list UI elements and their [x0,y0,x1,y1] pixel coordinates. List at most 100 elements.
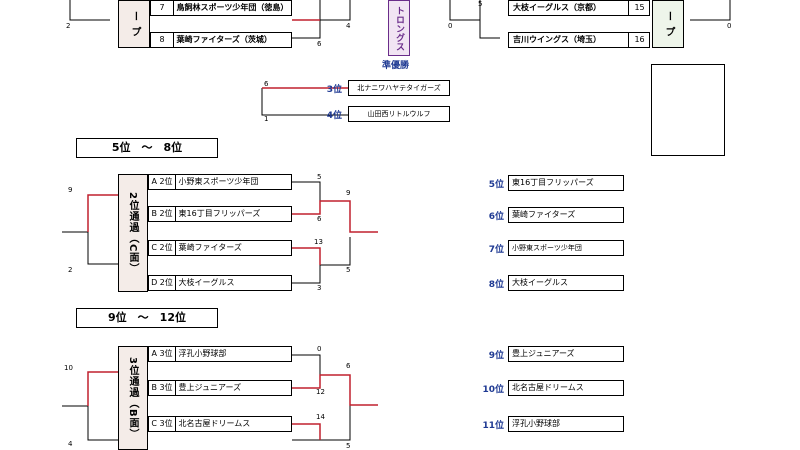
seed-label: B 3位 [149,381,176,395]
seed-label: C 2位 [149,241,176,255]
team-name: 葉崎ファイターズ（茨城） [176,35,272,44]
team-row-b3: B 3位 豊上ジュニアーズ [148,380,292,396]
result-team: 北ナニワハヤテタイガーズ [348,80,450,96]
team-row-15: 大枝イーグルス（京都） 15 [508,0,650,16]
rank-4: 4位 [326,111,342,121]
section-header-9-12: 9位 ～ 12位 [76,308,218,328]
blank-box [651,64,725,156]
runner-up-label: 準優勝 [382,61,410,71]
team-name: 大枝イーグルス（京都） [513,3,601,12]
team-row-c3: C 3位 北名古屋ドリームス [148,416,292,432]
score: 4 [346,22,351,30]
team-row-c2: C 2位 葉崎ファイターズ [148,240,292,256]
bracket-line [479,0,500,39]
team-row-d2: D 2位 大枝イーグルス [148,275,292,291]
rank-3: 3位 [326,85,342,95]
bracket-line [69,0,110,21]
result-team: 山田西リトルウルフ [348,106,450,122]
score: 5 [346,266,351,274]
score: 14 [316,413,325,421]
score: 10 [64,364,73,372]
win-line [292,200,378,233]
team-name: 豊上ジュニアーズ [178,383,242,392]
team-name: 北名古屋ドリームス [178,419,251,428]
team-number: 7 [151,1,174,15]
rank-5: 5位 [488,180,504,190]
win-line [292,423,321,440]
team-row-a2: A 2位 小野東スポーツ少年団 [148,174,292,190]
bracket-line [292,181,321,201]
group-label-5-8: 2位通過（C面） [118,174,148,292]
rank-8: 8位 [488,280,504,290]
team-row-a3: A 3位 浮孔小野球部 [148,346,292,362]
win-line [87,194,118,232]
score: 6 [264,80,269,88]
score: 6 [346,362,351,370]
score: 9 [346,189,351,197]
team-number: 15 [627,1,649,15]
bracket-line [87,195,118,265]
result-team: 北名古屋ドリームス [508,380,624,396]
section-header-5-8: 5位 ～ 8位 [76,138,218,158]
score: 2 [68,266,73,274]
seed-label: C 3位 [149,417,176,431]
score: 5 [317,173,322,181]
result-team: 大枝イーグルス [508,275,624,291]
seed-label: A 3位 [149,347,176,361]
result-team: 葉崎ファイターズ [508,207,624,223]
rank-10: 10位 [482,385,504,395]
score: 2 [66,22,71,30]
score: 5 [346,442,351,450]
group-label-top-left: ー プ [118,0,150,48]
score: 13 [314,238,323,246]
win-line [292,374,378,406]
win-line [292,247,321,265]
seed-label: D 2位 [149,276,176,290]
team-name: 東16丁目フリッパーズ [178,209,261,218]
bracket-line [320,0,351,21]
score: 6 [317,215,322,223]
seed-label: B 2位 [149,207,176,221]
bracket-line [292,247,321,284]
score: 0 [317,345,322,353]
bracket-line [320,237,351,266]
team-name: 葉崎ファイターズ [178,243,242,252]
score: 0 [448,22,453,30]
team-number: 8 [151,33,174,47]
bracket-line [320,405,351,441]
win-line [87,371,118,406]
result-team: 豊上ジュニアーズ [508,346,624,362]
result-team: 小野東スポーツ少年団 [508,240,624,256]
score: 4 [68,440,73,448]
team-name: 浮孔小野球部 [178,349,227,358]
seed-label: A 2位 [149,175,176,189]
rank-6: 6位 [488,212,504,222]
team-name: 小野東スポーツ少年団 [178,177,259,186]
rank-7: 7位 [488,245,504,255]
score: 9 [68,186,73,194]
score: 12 [316,388,325,396]
team-number: 16 [627,33,649,47]
rank-9: 9位 [488,351,504,361]
bracket-line [292,354,321,375]
team-row-7: 7 鳥飼林スポーツ少年団（徳島） [150,0,292,16]
bracket-line [87,406,118,441]
group-label-top-right: ー プ [652,0,684,48]
champion-banner: トロングス [388,0,410,56]
score: 1 [264,115,269,123]
result-team: 東16丁目フリッパーズ [508,175,624,191]
bracket-line [292,0,321,39]
team-name: 鳥飼林スポーツ少年団（徳島） [176,3,289,12]
score: 5 [478,0,483,8]
team-name: 大枝イーグルス [178,278,235,287]
team-name: 吉川ウイングス（埼玉） [513,35,601,44]
team-row-16: 吉川ウイングス（埼玉） 16 [508,32,650,48]
group-label-9-12: 3位通過（B面） [118,346,148,450]
score: 0 [727,22,732,30]
team-row-8: 8 葉崎ファイターズ（茨城） [150,32,292,48]
bracket-line [690,0,731,21]
score: 6 [317,40,322,48]
team-row-b2: B 2位 東16丁目フリッパーズ [148,206,292,222]
bracket-line [261,88,348,116]
score: 3 [317,284,322,292]
